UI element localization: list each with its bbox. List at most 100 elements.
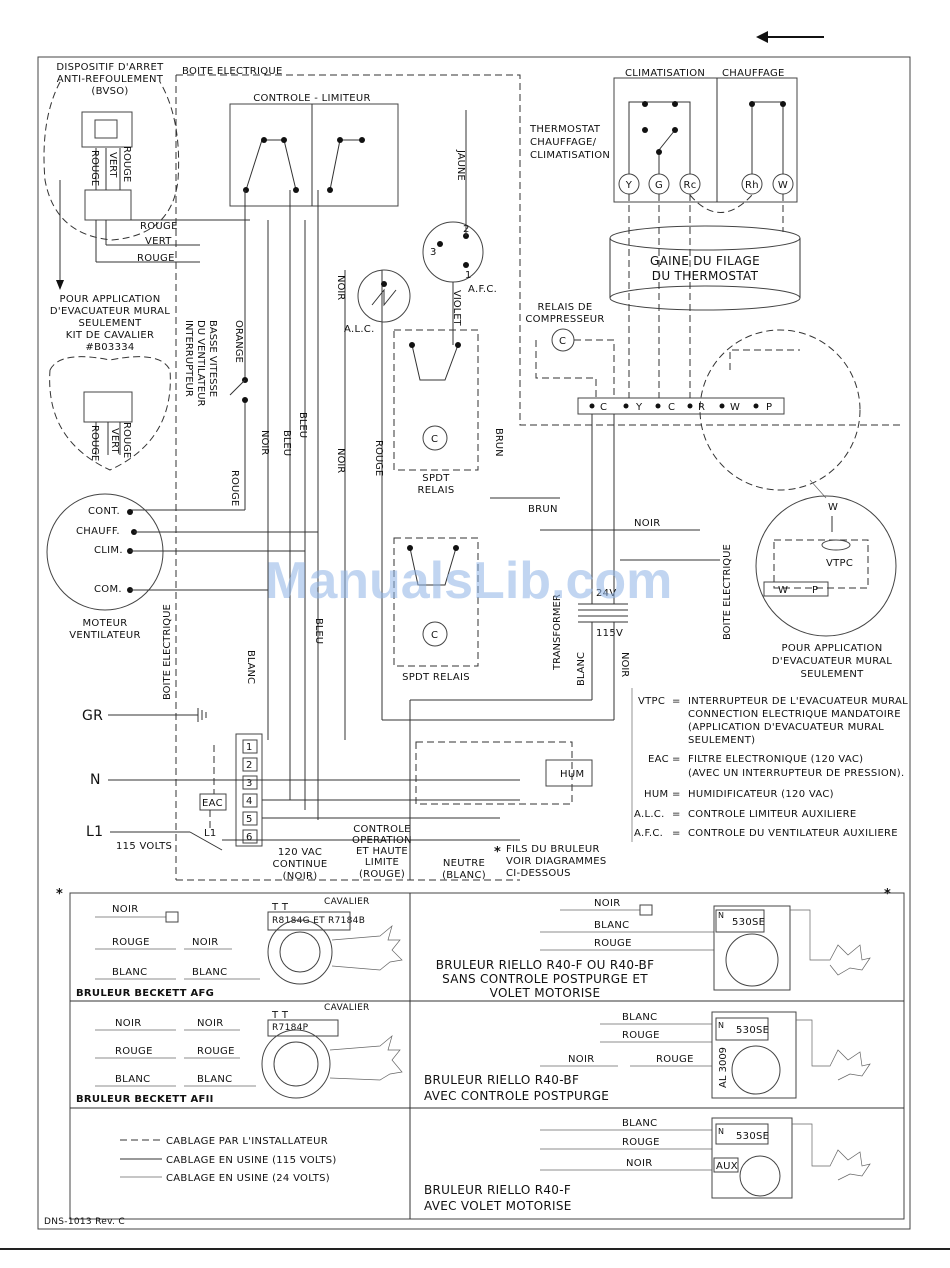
- svg-text:CLIMATISATION: CLIMATISATION: [625, 68, 705, 79]
- svg-text:530SE: 530SE: [736, 1025, 769, 1036]
- svg-text:ROUGE: ROUGE: [115, 1046, 153, 1057]
- svg-text:EAC: EAC: [202, 798, 223, 809]
- svg-text:Rc: Rc: [683, 180, 696, 191]
- svg-text:CONTROLE: CONTROLE: [353, 824, 411, 835]
- svg-text:DU VENTILATEUR: DU VENTILATEUR: [195, 320, 206, 407]
- burner-riello-r40-bf: BLANC ROUGE NOIR ROUGE N 530SE AL 3009 B…: [424, 1011, 871, 1103]
- svg-text:SPDT: SPDT: [422, 473, 450, 484]
- thermostat: CLIMATISATION CHAUFFAGE Y G Rc Rh W: [613, 68, 798, 203]
- svg-text:CONTROLE DU VENTILATEUR AUXILI: CONTROLE DU VENTILATEUR AUXILIERE: [688, 828, 898, 839]
- svg-text:L1: L1: [204, 828, 217, 839]
- svg-text:*: *: [56, 887, 63, 902]
- svg-text:SEULEMENT: SEULEMENT: [800, 669, 864, 680]
- jumper-kit: POUR APPLICATION D'EVACUATEUR MURAL SEUL…: [49, 294, 171, 471]
- svg-text:BLANC: BLANC: [594, 920, 629, 931]
- svg-text:MOTEUR: MOTEUR: [83, 618, 128, 629]
- svg-text:CONNECTION ELECTRIQUE MANDATOI: CONNECTION ELECTRIQUE MANDATOIRE: [688, 709, 901, 720]
- svg-text:115 VOLTS: 115 VOLTS: [116, 841, 172, 852]
- svg-text:24V: 24V: [596, 588, 616, 599]
- svg-text:RELAIS DE: RELAIS DE: [537, 302, 592, 313]
- svg-text:BLANC: BLANC: [576, 652, 587, 686]
- svg-text:*: *: [494, 845, 501, 860]
- svg-text:C: C: [668, 402, 675, 413]
- humidifier: HUM: [415, 741, 593, 805]
- svg-text:HUM: HUM: [644, 789, 668, 800]
- svg-text:N: N: [90, 772, 101, 788]
- svg-text:NOIR: NOIR: [115, 1018, 141, 1029]
- svg-text:ROUGE: ROUGE: [622, 1137, 660, 1148]
- svg-text:C: C: [431, 434, 438, 445]
- svg-text:2: 2: [246, 760, 253, 771]
- svg-text:NOIR: NOIR: [568, 1054, 594, 1065]
- svg-text:P: P: [812, 585, 818, 596]
- svg-text:GR: GR: [82, 708, 103, 724]
- svg-text:120 VAC: 120 VAC: [278, 847, 322, 858]
- svg-text:ROUGE: ROUGE: [121, 422, 132, 458]
- svg-text:SPDT RELAIS: SPDT RELAIS: [402, 672, 470, 683]
- svg-text:SEULEMENT: SEULEMENT: [78, 318, 142, 329]
- svg-text:CAVALIER: CAVALIER: [324, 897, 370, 907]
- svg-text:CABLAGE EN USINE (24 VOLTS): CABLAGE EN USINE (24 VOLTS): [166, 1173, 330, 1184]
- svg-text:N: N: [718, 1021, 724, 1030]
- svg-text:VENTILATEUR: VENTILATEUR: [69, 630, 141, 641]
- svg-text:ROUGE: ROUGE: [373, 440, 384, 476]
- svg-text:(ROUGE): (ROUGE): [359, 869, 405, 880]
- controle-limiteur: CONTROLE - LIMITEUR: [229, 93, 399, 207]
- svg-text:BRUN: BRUN: [493, 428, 504, 457]
- svg-text:A.L.C.: A.L.C.: [634, 809, 665, 820]
- svg-text:CABLAGE PAR L'INSTALLATEUR: CABLAGE PAR L'INSTALLATEUR: [166, 1136, 328, 1147]
- svg-text:BASSE VITESSE: BASSE VITESSE: [207, 320, 218, 397]
- svg-text:CONT.: CONT.: [88, 506, 120, 517]
- svg-text:NOIR: NOIR: [192, 937, 218, 948]
- svg-text:BLANC: BLANC: [112, 967, 147, 978]
- svg-text:1: 1: [465, 270, 472, 281]
- svg-text:BRULEUR RIELLO R40-F OU R40-BF: BRULEUR RIELLO R40-F OU R40-BF: [436, 958, 655, 972]
- vtpc-switch: W VTPC W P: [755, 495, 897, 637]
- svg-text:CHAUFF.: CHAUFF.: [76, 526, 120, 537]
- svg-text:G: G: [655, 180, 663, 191]
- svg-text:COM.: COM.: [94, 584, 122, 595]
- svg-text:(BLANC): (BLANC): [442, 870, 486, 881]
- svg-text:T T: T T: [271, 1010, 289, 1021]
- svg-text:CI-DESSOUS: CI-DESSOUS: [506, 868, 571, 879]
- svg-text:VOLET MOTORISE: VOLET MOTORISE: [490, 986, 601, 1000]
- svg-text:L1: L1: [86, 824, 103, 840]
- svg-text:ROUGE: ROUGE: [656, 1054, 694, 1065]
- svg-text:N: N: [718, 1127, 724, 1136]
- svg-text:CLIM.: CLIM.: [94, 545, 123, 556]
- svg-text:NOIR: NOIR: [335, 448, 346, 473]
- svg-text:CLIMATISATION: CLIMATISATION: [530, 150, 610, 161]
- svg-text:POUR APPLICATION: POUR APPLICATION: [781, 643, 882, 654]
- gaine-filage: GAINE DU FILAGE DU THERMOSTAT: [609, 225, 801, 311]
- bottom-rule: [0, 1248, 950, 1250]
- svg-text:ROUGE: ROUGE: [112, 937, 150, 948]
- svg-text:BOITE ELECTRIQUE: BOITE ELECTRIQUE: [722, 544, 733, 640]
- svg-text:D'EVACUATEUR MURAL: D'EVACUATEUR MURAL: [772, 656, 892, 667]
- svg-text:ROUGE: ROUGE: [89, 425, 100, 461]
- svg-text:BOITE ELECTRIQUE: BOITE ELECTRIQUE: [182, 66, 283, 77]
- svg-text:NOIR: NOIR: [335, 275, 346, 300]
- svg-text:W: W: [828, 502, 838, 513]
- svg-text:CONTINUE: CONTINUE: [273, 859, 328, 870]
- svg-text:A.L.C.: A.L.C.: [344, 324, 375, 335]
- svg-text:HUMIDIFICATEUR (120 VAC): HUMIDIFICATEUR (120 VAC): [688, 789, 834, 800]
- alc-control: A.L.C.: [344, 269, 411, 335]
- svg-text:(NOIR): (NOIR): [283, 871, 318, 882]
- svg-text:Y: Y: [635, 402, 643, 413]
- svg-text:W: W: [730, 402, 740, 413]
- svg-text:*: *: [884, 887, 891, 902]
- spdt-relay-2: C SPDT RELAIS: [393, 537, 479, 683]
- svg-text:=: =: [672, 754, 681, 765]
- eac-box: [199, 793, 227, 811]
- svg-text:Rh: Rh: [745, 180, 759, 191]
- svg-text:W: W: [778, 585, 788, 596]
- svg-text:R8184G ET R7184B: R8184G ET R7184B: [272, 916, 365, 926]
- svg-text:(APPLICATION D'EVACUATEUR MURA: (APPLICATION D'EVACUATEUR MURAL: [688, 722, 884, 733]
- svg-text:BRULEUR BECKETT AFII: BRULEUR BECKETT AFII: [76, 1094, 214, 1105]
- svg-text:VTPC: VTPC: [826, 558, 853, 569]
- svg-text:=: =: [672, 809, 681, 820]
- svg-text:115V: 115V: [596, 628, 623, 639]
- svg-text:CHAUFFAGE/: CHAUFFAGE/: [530, 137, 597, 148]
- spdt-relay-1: C SPDT RELAIS: [393, 329, 479, 496]
- svg-text:4: 4: [246, 796, 253, 807]
